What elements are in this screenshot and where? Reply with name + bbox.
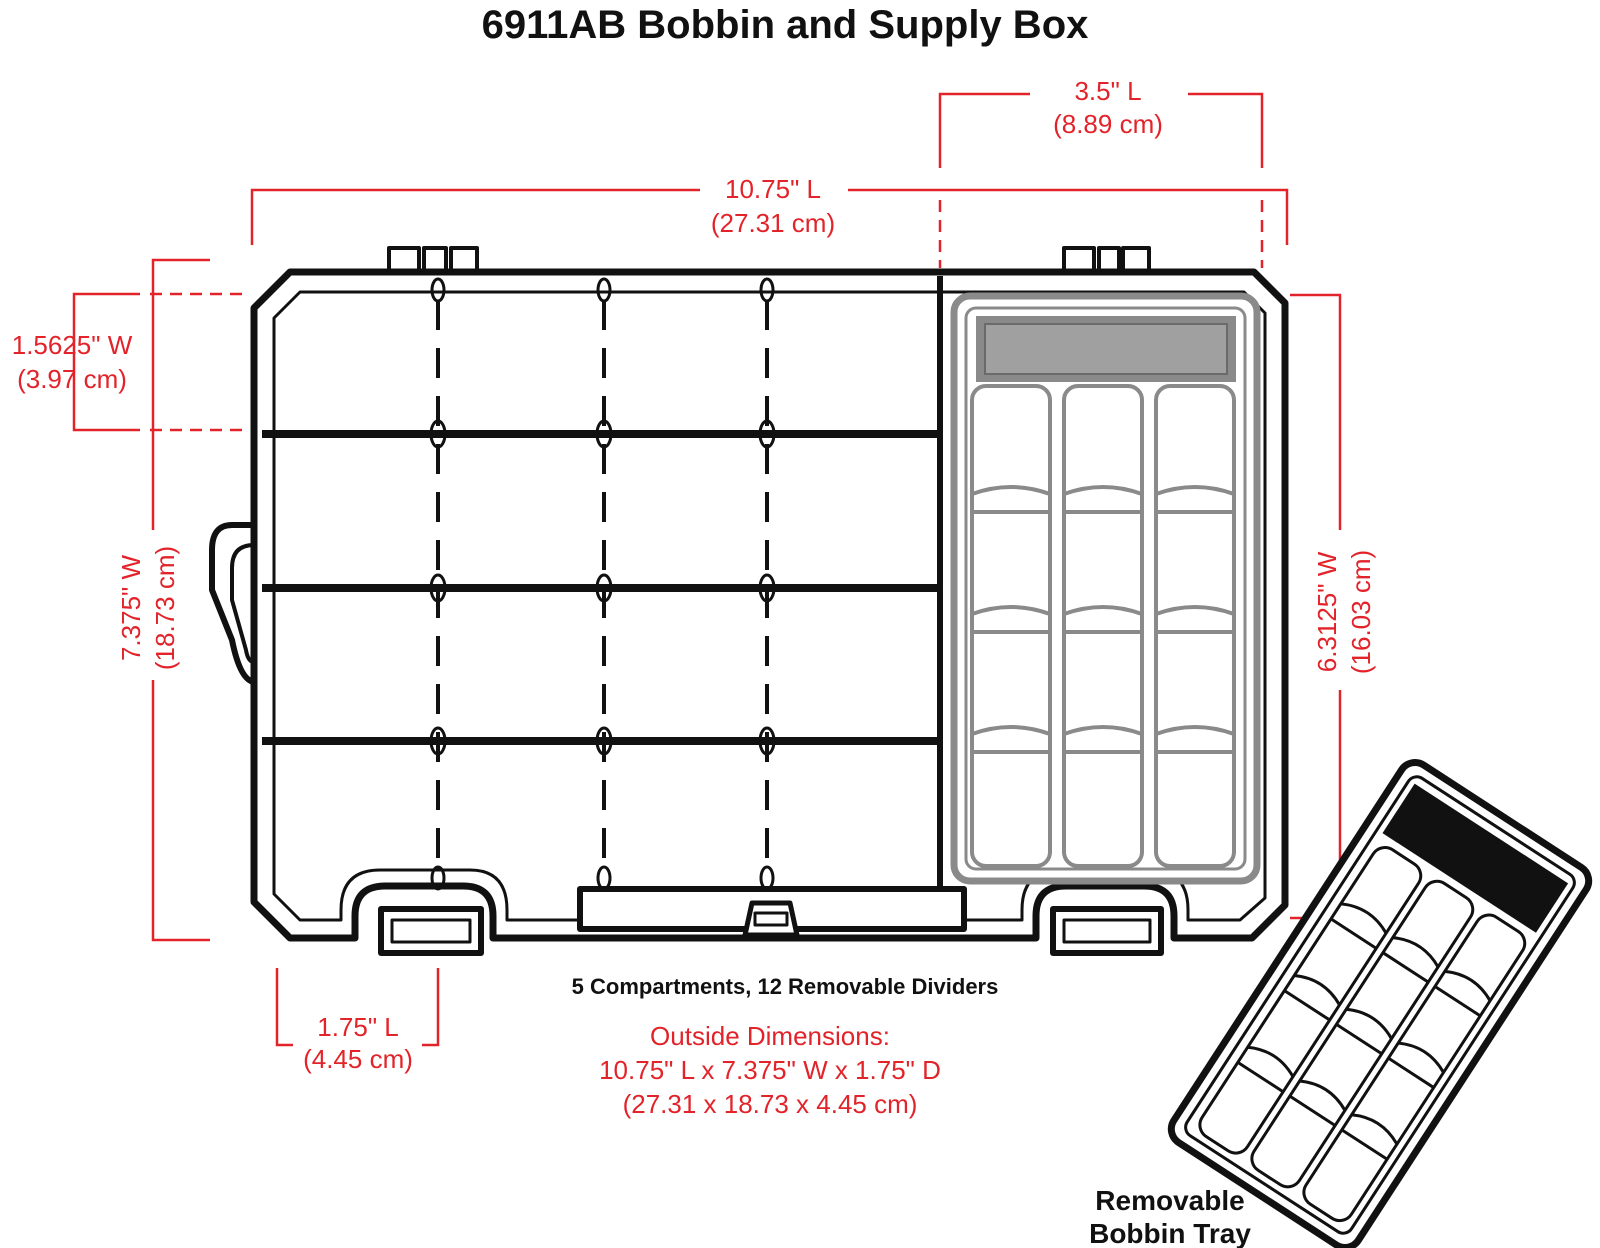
compartment-width-inches: 1.5625" W [12, 330, 133, 360]
removable-bobbin-divider-1-3 [1237, 1061, 1284, 1093]
tray-width-cm: (16.03 cm) [1346, 550, 1376, 674]
removable-bobbin-divider-3-2 [1387, 1056, 1435, 1089]
removable-bobbin-top-3-1 [1444, 969, 1492, 1002]
tray-length-inches: 3.5" L [1074, 76, 1141, 106]
removable-bobbin-divider-2-2 [1335, 1023, 1383, 1056]
compartments-note: 5 Compartments, 12 Removable Dividers [572, 974, 999, 999]
removable-column-1 [1198, 846, 1423, 1155]
tray-bobbin-top-3-3 [1155, 725, 1235, 736]
tray-bobbin-slots [970, 384, 1236, 868]
tray-column-1 [970, 384, 1052, 868]
removable-tray-inner [1184, 775, 1576, 1235]
top-hinge-right [1062, 246, 1151, 274]
tray-bobbin-top-1-1 [971, 485, 1051, 496]
tray-column-3 [1154, 384, 1236, 868]
latch-length-inches: 1.75" L [317, 1012, 399, 1042]
removable-bobbin-divider-1-2 [1283, 989, 1331, 1022]
tray-bobbin-top-2-3 [1063, 725, 1143, 736]
removable-tray-label-line1: Removable [1095, 1185, 1244, 1216]
bobbin-tray-removable [1167, 759, 1593, 1248]
overall-width-inches: 7.375" W [116, 555, 146, 662]
outside-dimensions-metric: (27.31 x 18.73 x 4.45 cm) [623, 1089, 918, 1119]
tray-bobbin-top-2-2 [1063, 605, 1143, 616]
outside-dimensions-heading: Outside Dimensions: [650, 1021, 890, 1051]
removable-tray-label-area [1382, 783, 1569, 933]
removable-column-3 [1302, 913, 1527, 1223]
removable-tray-label-line2: Bobbin Tray [1089, 1218, 1251, 1248]
tray-length-cm: (8.89 cm) [1053, 109, 1163, 139]
removable-bobbin-divider-3-1 [1434, 985, 1482, 1018]
diagram-title: 6911AB Bobbin and Supply Box [482, 3, 1089, 47]
removable-bobbin-divider-3-3 [1341, 1128, 1388, 1161]
removable-bobbin-divider-2-1 [1382, 951, 1430, 984]
removable-bobbin-top-3-3 [1351, 1113, 1399, 1145]
tray-bobbin-top-3-2 [1155, 605, 1235, 616]
outside-dimensions-imperial: 10.75" L x 7.375" W x 1.75" D [599, 1055, 941, 1085]
overall-length-inches: 10.75" L [725, 174, 821, 204]
tray-bobbin-top-2-1 [1063, 485, 1143, 496]
removable-tray-bobbin-slots [1198, 846, 1527, 1223]
tray-bobbin-top-1-3 [971, 725, 1051, 736]
dimension-labels: 3.5" L (8.89 cm) 10.75" L (27.31 cm) 1.5… [12, 76, 1376, 1119]
removable-bobbin-top-1-2 [1294, 974, 1341, 1006]
latch-left [378, 906, 484, 956]
removable-bobbin-top-2-1 [1392, 936, 1440, 968]
compartment-width-cm: (3.97 cm) [17, 364, 127, 394]
tray-bobbin-top-3-1 [1155, 485, 1235, 496]
removable-bobbin-top-3-2 [1398, 1041, 1445, 1074]
divider-slots [429, 277, 776, 891]
compartment-width-bracket [72, 292, 140, 432]
center-clasp [742, 900, 800, 938]
latch-length-bracket [275, 968, 440, 1047]
tray-width-inches: 6.3125" W [1312, 551, 1342, 672]
bobbin-tray-installed [950, 292, 1261, 885]
removable-bobbin-divider-1-1 [1330, 917, 1378, 950]
tray-inner [964, 306, 1247, 871]
removable-bobbin-top-1-1 [1340, 902, 1388, 934]
latch-left-inner [390, 918, 472, 944]
overall-length-cm: (27.31 cm) [711, 208, 835, 238]
tray-length-bracket [938, 92, 1264, 168]
latch-right-inner [1062, 918, 1152, 944]
center-clasp-inner [753, 911, 789, 927]
tray-outer [950, 292, 1261, 885]
overall-width-cm: (18.73 cm) [150, 546, 180, 670]
removable-column-2 [1250, 879, 1475, 1189]
box-inner-outline [272, 290, 1267, 922]
latch-length-cm: (4.45 cm) [303, 1044, 413, 1074]
tray-label-inset [984, 323, 1228, 375]
removable-bobbin-top-1-3 [1247, 1045, 1295, 1078]
top-hinge-left [387, 246, 479, 274]
tray-column-2 [1062, 384, 1144, 868]
removable-bobbin-top-2-2 [1346, 1007, 1393, 1040]
overall-width-bracket [151, 258, 210, 942]
removable-bobbin-top-2-3 [1299, 1079, 1347, 1112]
latch-right [1050, 906, 1164, 956]
tray-bobbin-top-1-2 [971, 605, 1051, 616]
overall-length-bracket [250, 188, 1289, 245]
removable-bobbin-divider-2-3 [1289, 1094, 1336, 1127]
side-handle-inner [230, 543, 255, 664]
